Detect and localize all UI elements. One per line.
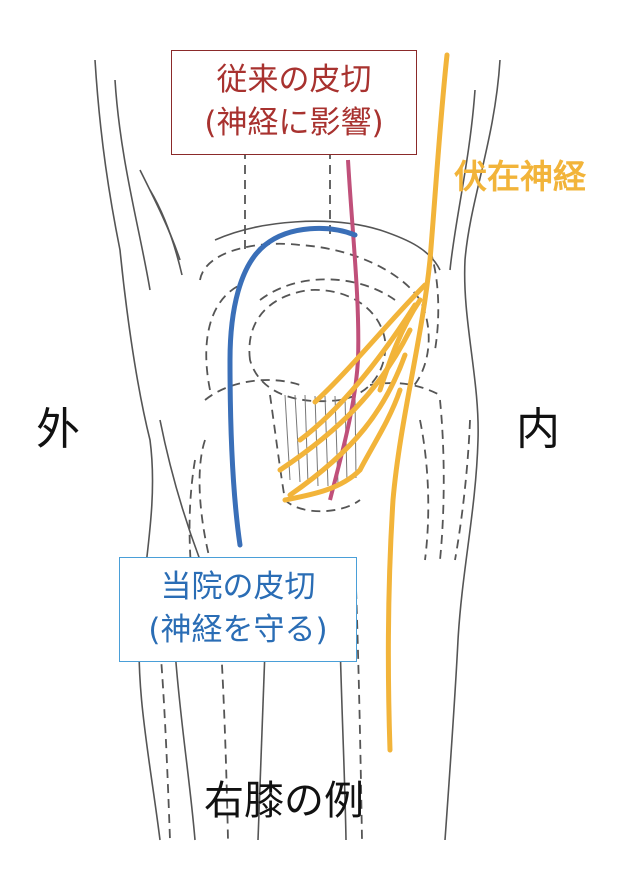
caption: 右膝の例: [204, 778, 364, 824]
our-incision-box: 当院の皮切 (神経を守る): [119, 557, 357, 662]
our-incision-label: 当院の皮切: [160, 569, 316, 605]
medial-label: 内: [516, 404, 560, 455]
our-incision-line: [227, 225, 358, 548]
our-incision-note: (神経を守る): [148, 612, 328, 648]
lateral-label: 外: [36, 404, 80, 455]
conventional-incision-label: 従来の皮切: [216, 62, 372, 98]
saphenous-nerve: [277, 52, 450, 753]
conventional-incision-note: (神経に影響): [204, 105, 384, 141]
saphenous-nerve-label: 伏在神経: [454, 157, 586, 196]
conventional-incision-box: 従来の皮切 (神経に影響): [171, 50, 417, 155]
leg-outline: [94, 59, 501, 841]
